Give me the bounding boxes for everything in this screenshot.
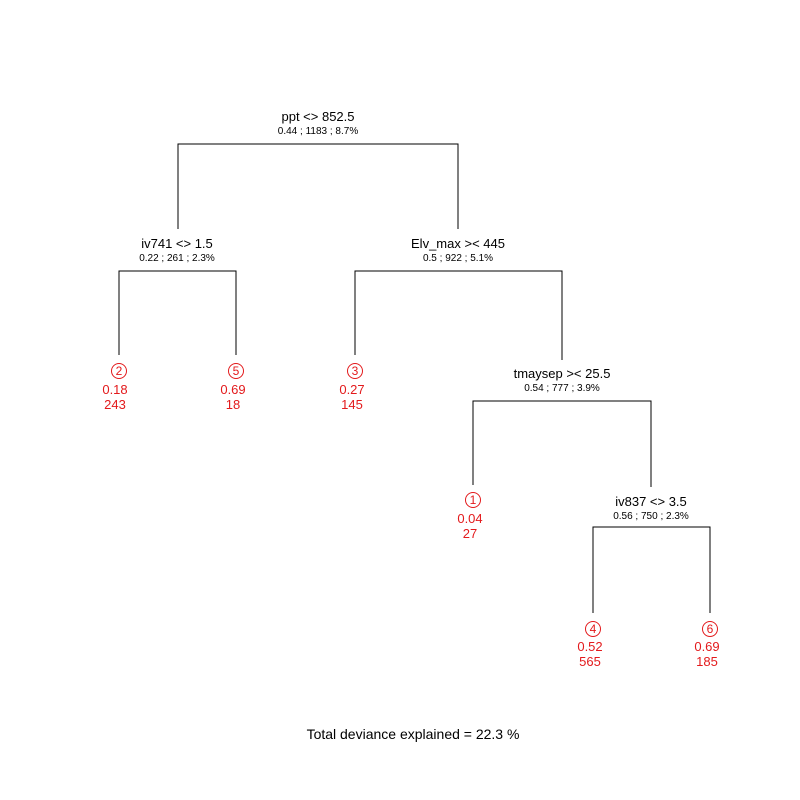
leaf-node: 1 0.04 27 <box>457 492 483 541</box>
leaf-count: 565 <box>579 654 601 669</box>
node-label: ppt <> 852.5 <box>281 109 354 124</box>
leaf-number: 4 <box>590 622 597 636</box>
leaf-circle <box>585 621 601 637</box>
leaf-circle <box>347 363 363 379</box>
leaf-node: 5 0.69 18 <box>220 363 246 412</box>
leaf-mean: 0.52 <box>577 639 602 654</box>
leaf-number: 3 <box>352 364 359 378</box>
leaf-count: 145 <box>341 397 363 412</box>
node-iv837: iv837 <> 3.5 0.56 ; 750 ; 2.3% <box>613 494 689 522</box>
leaf-count: 243 <box>104 397 126 412</box>
edge-iv837 <box>592 526 711 613</box>
leaf-number: 5 <box>233 364 240 378</box>
leaf-circle <box>702 621 718 637</box>
node-label: tmaysep >< 25.5 <box>514 366 611 381</box>
tree-edges <box>118 143 711 613</box>
edge-iv741 <box>118 270 237 355</box>
edge-root <box>177 143 459 229</box>
node-label: iv741 <> 1.5 <box>141 236 213 251</box>
leaf-mean: 0.69 <box>694 639 719 654</box>
edge-elv <box>354 270 563 360</box>
leaf-circle <box>111 363 127 379</box>
leaf-mean: 0.18 <box>102 382 127 397</box>
leaf-node: 3 0.27 145 <box>339 363 365 412</box>
node-label: iv837 <> 3.5 <box>615 494 687 509</box>
leaf-circle <box>228 363 244 379</box>
leaf-count: 18 <box>226 397 240 412</box>
leaf-mean: 0.04 <box>457 511 482 526</box>
node-stats: 0.5 ; 922 ; 5.1% <box>423 253 493 264</box>
node-stats: 0.56 ; 750 ; 2.3% <box>613 511 689 522</box>
node-tmaysep: tmaysep >< 25.5 0.54 ; 777 ; 3.9% <box>514 366 611 394</box>
leaf-number: 2 <box>116 364 123 378</box>
node-stats: 0.54 ; 777 ; 3.9% <box>524 383 600 394</box>
leaf-number: 1 <box>470 493 477 507</box>
internal-nodes: ppt <> 852.5 0.44 ; 1183 ; 8.7% iv741 <>… <box>139 109 689 522</box>
leaf-nodes: 2 0.18 243 5 0.69 18 3 0.27 145 1 0.04 2… <box>102 363 720 669</box>
leaf-node: 6 0.69 185 <box>694 621 720 669</box>
leaf-mean: 0.27 <box>339 382 364 397</box>
node-elv-max: Elv_max >< 445 0.5 ; 922 ; 5.1% <box>411 236 505 264</box>
node-label: Elv_max >< 445 <box>411 236 505 251</box>
leaf-mean: 0.69 <box>220 382 245 397</box>
leaf-number: 6 <box>707 622 714 636</box>
leaf-count: 27 <box>463 526 477 541</box>
node-root: ppt <> 852.5 0.44 ; 1183 ; 8.7% <box>278 109 359 137</box>
edge-tmaysep <box>472 400 652 487</box>
node-stats: 0.44 ; 1183 ; 8.7% <box>278 126 359 137</box>
leaf-circle <box>465 492 481 508</box>
leaf-node: 4 0.52 565 <box>577 621 603 669</box>
deviance-footer: Total deviance explained = 22.3 % <box>307 726 520 742</box>
node-iv741: iv741 <> 1.5 0.22 ; 261 ; 2.3% <box>139 236 215 264</box>
node-stats: 0.22 ; 261 ; 2.3% <box>139 253 215 264</box>
leaf-node: 2 0.18 243 <box>102 363 128 412</box>
leaf-count: 185 <box>696 654 718 669</box>
